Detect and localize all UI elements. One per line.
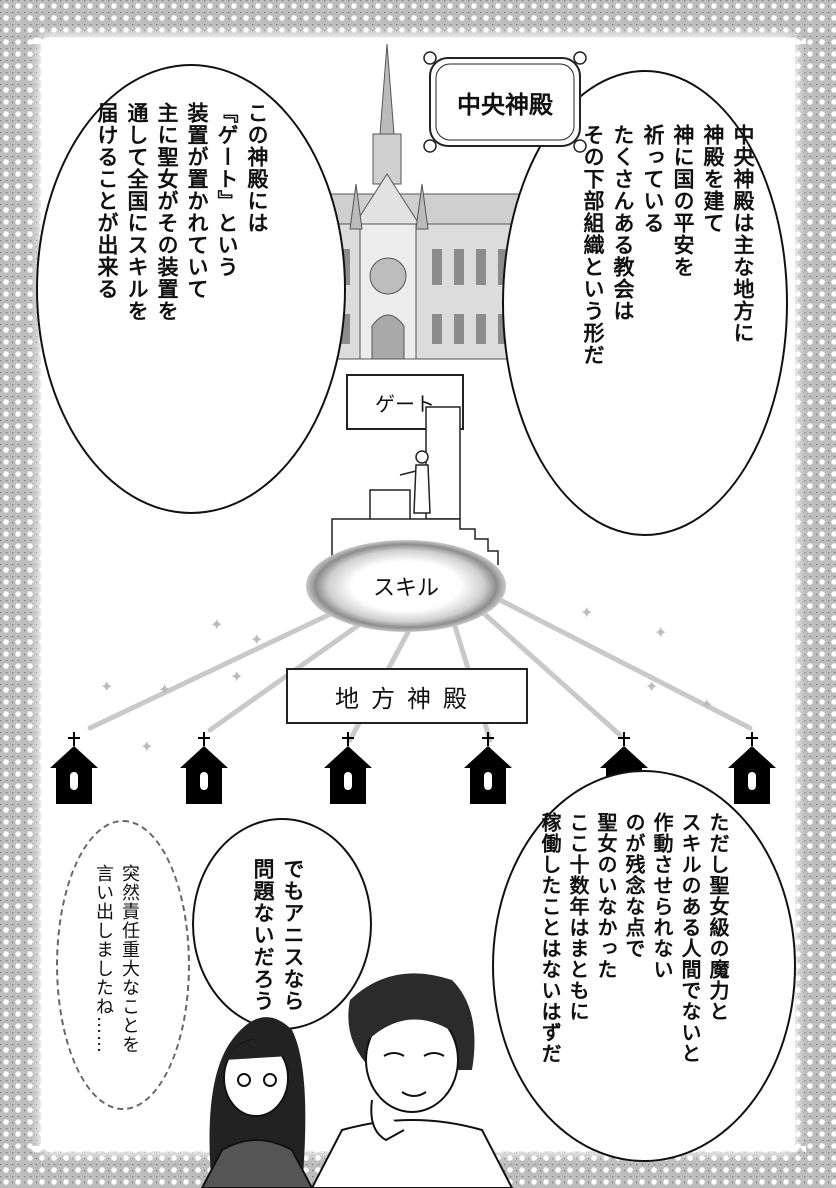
bubble-line: 祈っている: [641, 124, 665, 234]
bubble-bottom-right-text: ただし聖女級の魔力と スキルのある人間でないと 作動させられない のが残念な点で…: [536, 812, 732, 1142]
gate-label: ゲート: [346, 374, 464, 430]
speech-bubble-bottom-middle: [192, 818, 372, 1030]
bubble-line: 問題ないだろう: [251, 858, 275, 1012]
bubble-line: 神殿を建て: [701, 124, 725, 234]
church-icon: [728, 732, 776, 804]
bubble-line: たくさんある教会は: [611, 124, 635, 322]
bubble-line: 突然責任重大なことを: [119, 864, 140, 1054]
bubble-bottom-middle-text: でもアニスなら 問題ないだろう: [248, 858, 308, 1012]
bubble-line: 言い出しましたね……: [93, 864, 114, 1054]
bubble-line: 主に聖女がその装置を: [155, 102, 179, 322]
bubble-line: でもアニスなら: [281, 858, 305, 1012]
skill-text: スキル: [372, 576, 439, 601]
bubble-line: 聖女のいなかった: [594, 812, 618, 980]
svg-text:✦: ✦: [250, 630, 263, 649]
bubble-right-top-text: 中央神殿は主な地方に 神殿を建て 神に国の平安を 祈っている たくさんある教会は…: [578, 124, 758, 504]
bubble-line: 作動させられない: [650, 812, 674, 980]
speech-bubble-left-top: [36, 64, 346, 514]
bubble-line: この神殿には: [245, 102, 269, 234]
bubble-left-top-text: この神殿には 『ゲート』という 装置が置かれていて 主に聖女がその装置を 通して…: [92, 102, 272, 482]
bubble-line: 通して全国にスキルを: [125, 102, 149, 322]
svg-text:✦: ✦: [140, 737, 153, 756]
bubble-line: 神に国の平安を: [671, 124, 695, 278]
svg-text:✦: ✦: [645, 677, 658, 696]
svg-text:✦: ✦: [100, 677, 113, 696]
church-icon: [180, 732, 228, 804]
central-temple-label: 中央神殿: [422, 50, 588, 154]
central-temple-text: 中央神殿: [457, 90, 553, 119]
church-icon: [50, 732, 98, 804]
regional-temple-label: 地方神殿: [286, 668, 528, 724]
church-icon: [464, 732, 512, 804]
bubble-line: 『ゲート』という: [215, 102, 239, 278]
svg-text:✦: ✦: [580, 603, 593, 622]
svg-text:✦: ✦: [654, 623, 667, 642]
speech-bubble-bottom-right: [492, 770, 796, 1162]
speech-bubble-bottom-left: [56, 820, 190, 1110]
bubble-line: 中央神殿は主な地方に: [731, 124, 755, 344]
svg-text:✦: ✦: [700, 695, 713, 714]
gate-text: ゲート: [375, 391, 435, 416]
regional-temple-text: 地方神殿: [335, 684, 479, 713]
church-icon: [324, 732, 372, 804]
skill-label: スキル: [306, 540, 506, 632]
svg-text:✦: ✦: [158, 680, 171, 699]
bubble-line: 届けることが出来る: [95, 102, 119, 300]
bubble-line: のが残念な点で: [622, 812, 646, 959]
svg-text:✦: ✦: [210, 615, 223, 634]
characters-illustration: [200, 973, 514, 1188]
bubble-line: スキルのある人間でないと: [678, 812, 702, 1064]
bubble-line: 装置が置かれていて: [185, 102, 209, 300]
bubble-line: ここ十数年はまともに: [566, 812, 590, 1022]
bubble-line: その下部組織という形だ: [581, 124, 605, 366]
bubble-bottom-left-text: 突然責任重大なことを 言い出しましたね……: [90, 864, 142, 1094]
ornate-frame: [423, 51, 587, 153]
bubble-line: ただし聖女級の魔力と: [706, 812, 730, 1022]
speech-bubble-right-top: [502, 70, 788, 536]
svg-text:✦: ✦: [230, 667, 243, 686]
bubble-line: 稼働したことはないはずだ: [538, 812, 562, 1064]
